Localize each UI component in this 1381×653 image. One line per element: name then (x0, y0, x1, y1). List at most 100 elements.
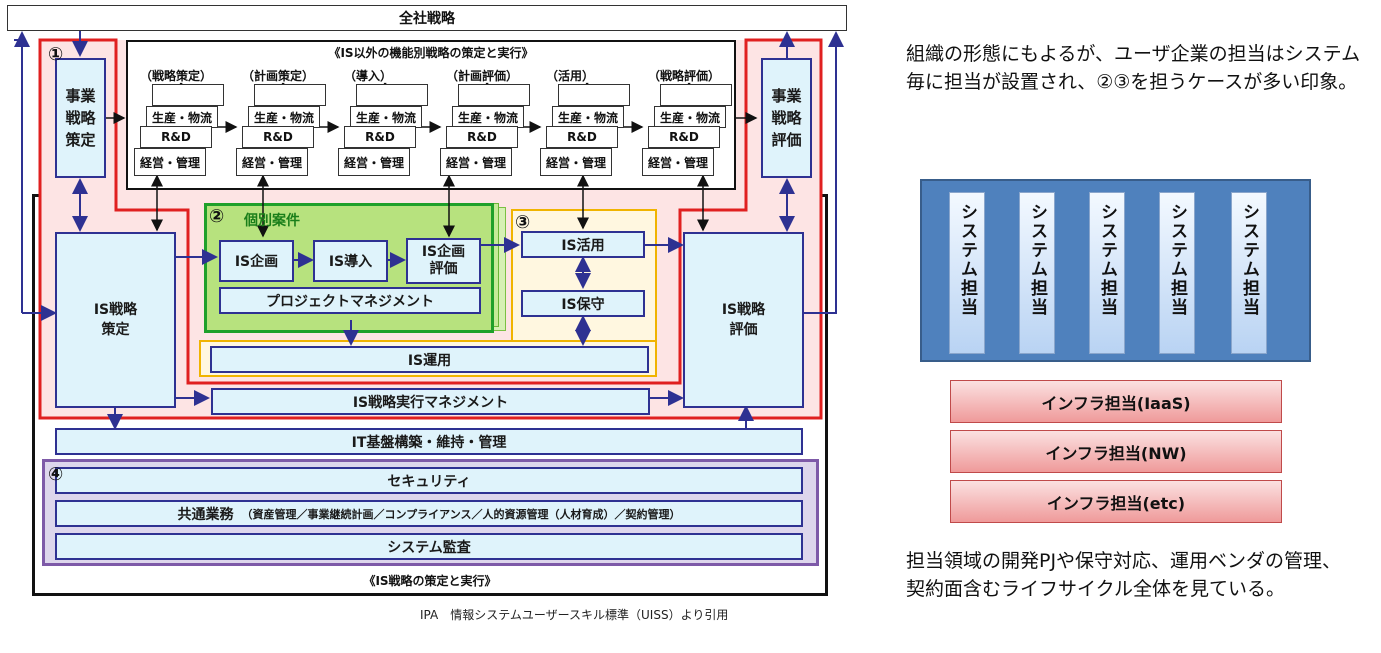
system-box-label: システム担当 (1239, 203, 1259, 317)
stack-box-2-1: 生産・物流 (350, 106, 422, 128)
is-strategy-eval-box: IS戦略 評価 (683, 232, 804, 408)
biz-strategy-plan-label: 事業 戦略 策定 (65, 87, 96, 149)
is-kikaku-hyouka-label: IS企画 評価 (421, 244, 466, 277)
stack-box-1-0 (254, 84, 326, 106)
system-box-2: システム担当 (1089, 192, 1125, 354)
is-kikaku-hyouka-box: IS企画 評価 (406, 238, 481, 284)
infra-etc-box: インフラ担当(etc) (950, 480, 1282, 523)
common-work-detail: （資産管理／事業継続計画／コンプライアンス／人的資源管理（人材育成）／契約管理） (241, 507, 681, 521)
system-box-0: システム担当 (949, 192, 985, 354)
stack-label: R&D (263, 130, 293, 144)
infra-etc-label: インフラ担当(etc) (1046, 493, 1186, 513)
system-box-1: システム担当 (1019, 192, 1055, 354)
project-mgmt-label: プロジェクトマネジメント (266, 293, 434, 310)
infra-iaas-label: インフラ担当(IaaS) (1041, 393, 1191, 413)
top-strategy-banner: 全社戦略 (7, 5, 847, 31)
stack-label: R&D (467, 130, 497, 144)
infra-iaas-box: インフラ担当(IaaS) (950, 380, 1282, 423)
it-infra-label: IT基盤構築・維持・管理 (351, 434, 507, 451)
stack-box-0-0 (152, 84, 224, 106)
functional-strategy-panel (126, 40, 736, 190)
stack-box-5-1: 生産・物流 (654, 106, 726, 128)
circled-number-1: ① (48, 44, 64, 65)
stack-box-1-1: 生産・物流 (248, 106, 320, 128)
it-infra-box: IT基盤構築・維持・管理 (55, 428, 803, 455)
stack-label: R&D (567, 130, 597, 144)
stack-box-4-3: 経営・管理 (540, 148, 612, 176)
stack-box-3-2: R&D (446, 126, 518, 148)
source-citation: IPA 情報システムユーザースキル標準（UISS）より引用 (420, 608, 729, 622)
phase-header-2: （導入） (344, 69, 393, 83)
stack-label: R&D (365, 130, 395, 144)
system-box-label: システム担当 (1097, 203, 1117, 317)
phase-header-5: （戦略評価） (648, 69, 721, 83)
system-box-4: システム担当 (1231, 192, 1267, 354)
stack-label: 経営・管理 (139, 155, 200, 170)
stack-label: R&D (669, 130, 699, 144)
stack-box-0-2: R&D (140, 126, 212, 148)
phase-header-1: （計画策定） (242, 69, 315, 83)
is-hoshu-box: IS保守 (521, 290, 645, 317)
circled-number-3: ③ (515, 212, 531, 233)
phase-header-4: （活用） (546, 69, 595, 83)
is-unyou-label: IS運用 (407, 352, 452, 369)
is-hoshu-label: IS保守 (561, 296, 605, 313)
project-mgmt-box: プロジェクトマネジメント (219, 287, 481, 314)
audit-box: システム監査 (55, 533, 803, 560)
is-strategy-plan-box: IS戦略 策定 (55, 232, 176, 408)
stack-box-3-3: 経営・管理 (440, 148, 512, 176)
stack-label: 生産・物流 (557, 110, 618, 125)
note-bottom: 担当領域の開発PJや保守対応、運用ベンダの管理、契約面含むライフサイクル全体を見… (906, 550, 1342, 600)
phase-header-0: （戦略策定） (140, 69, 213, 83)
common-work-bold: 共通業務 (177, 506, 234, 523)
stack-label: 生産・物流 (151, 110, 212, 125)
stack-label: 経営・管理 (445, 155, 506, 170)
is-kikaku-label: IS企画 (234, 254, 279, 270)
is-unyou-box: IS運用 (210, 346, 649, 373)
stack-box-2-2: R&D (344, 126, 416, 148)
security-label: セキュリティ (387, 473, 471, 490)
stack-label: 経営・管理 (545, 155, 606, 170)
is-strategy-title: 《IS戦略の策定と実行》 (363, 574, 497, 588)
biz-strategy-eval-label: 事業 戦略 評価 (771, 87, 802, 149)
stack-box-3-1: 生産・物流 (452, 106, 524, 128)
stack-box-5-3: 経営・管理 (642, 148, 714, 176)
functional-strategy-title: 《IS以外の機能別戦略の策定と実行》 (328, 46, 534, 60)
is-kikaku-box: IS企画 (219, 240, 294, 282)
is-strategy-eval-label: IS戦略 評価 (721, 302, 766, 338)
stack-box-4-2: R&D (546, 126, 618, 148)
kobetsu-title: 個別案件 (244, 213, 300, 229)
stack-box-0-1: 生産・物流 (146, 106, 218, 128)
is-katsuyou-box: IS活用 (521, 231, 645, 258)
stack-box-3-0 (458, 84, 530, 106)
stack-box-5-0 (660, 84, 732, 106)
stack-box-4-1: 生産・物流 (552, 106, 624, 128)
top-strategy-title: 全社戦略 (399, 11, 455, 27)
common-work-box: 共通業務 （資産管理／事業継続計画／コンプライアンス／人的資源管理（人材育成）／… (55, 500, 803, 527)
stack-label: 生産・物流 (659, 110, 720, 125)
biz-strategy-plan-box: 事業 戦略 策定 (55, 58, 106, 178)
stack-label: 経営・管理 (241, 155, 302, 170)
phase-header-3: （計画評価） (446, 69, 519, 83)
infra-nw-label: インフラ担当(NW) (1045, 443, 1187, 463)
stack-box-2-0 (356, 84, 428, 106)
is-exec-mgmt-label: IS戦略実行マネジメント (352, 394, 509, 411)
stack-label: R&D (161, 130, 191, 144)
note-top: 組織の形態にもよるが、ユーザ企業の担当はシステム毎に担当が設置され、②③を担うケ… (906, 43, 1361, 93)
stack-label: 生産・物流 (253, 110, 314, 125)
audit-label: システム監査 (387, 539, 471, 556)
infra-nw-box: インフラ担当(NW) (950, 430, 1282, 473)
circled-number-2: ② (209, 206, 225, 227)
security-box: セキュリティ (55, 467, 803, 494)
system-box-label: システム担当 (957, 203, 977, 317)
stack-box-5-2: R&D (648, 126, 720, 148)
is-katsuyou-label: IS活用 (561, 237, 605, 254)
stack-label: 生産・物流 (457, 110, 518, 125)
is-dounyu-label: IS導入 (328, 254, 373, 270)
stack-label: 生産・物流 (355, 110, 416, 125)
circled-number-4: ④ (48, 464, 64, 485)
is-dounyu-box: IS導入 (313, 240, 388, 282)
system-box-label: システム担当 (1027, 203, 1047, 317)
is-exec-mgmt-box: IS戦略実行マネジメント (211, 388, 650, 415)
